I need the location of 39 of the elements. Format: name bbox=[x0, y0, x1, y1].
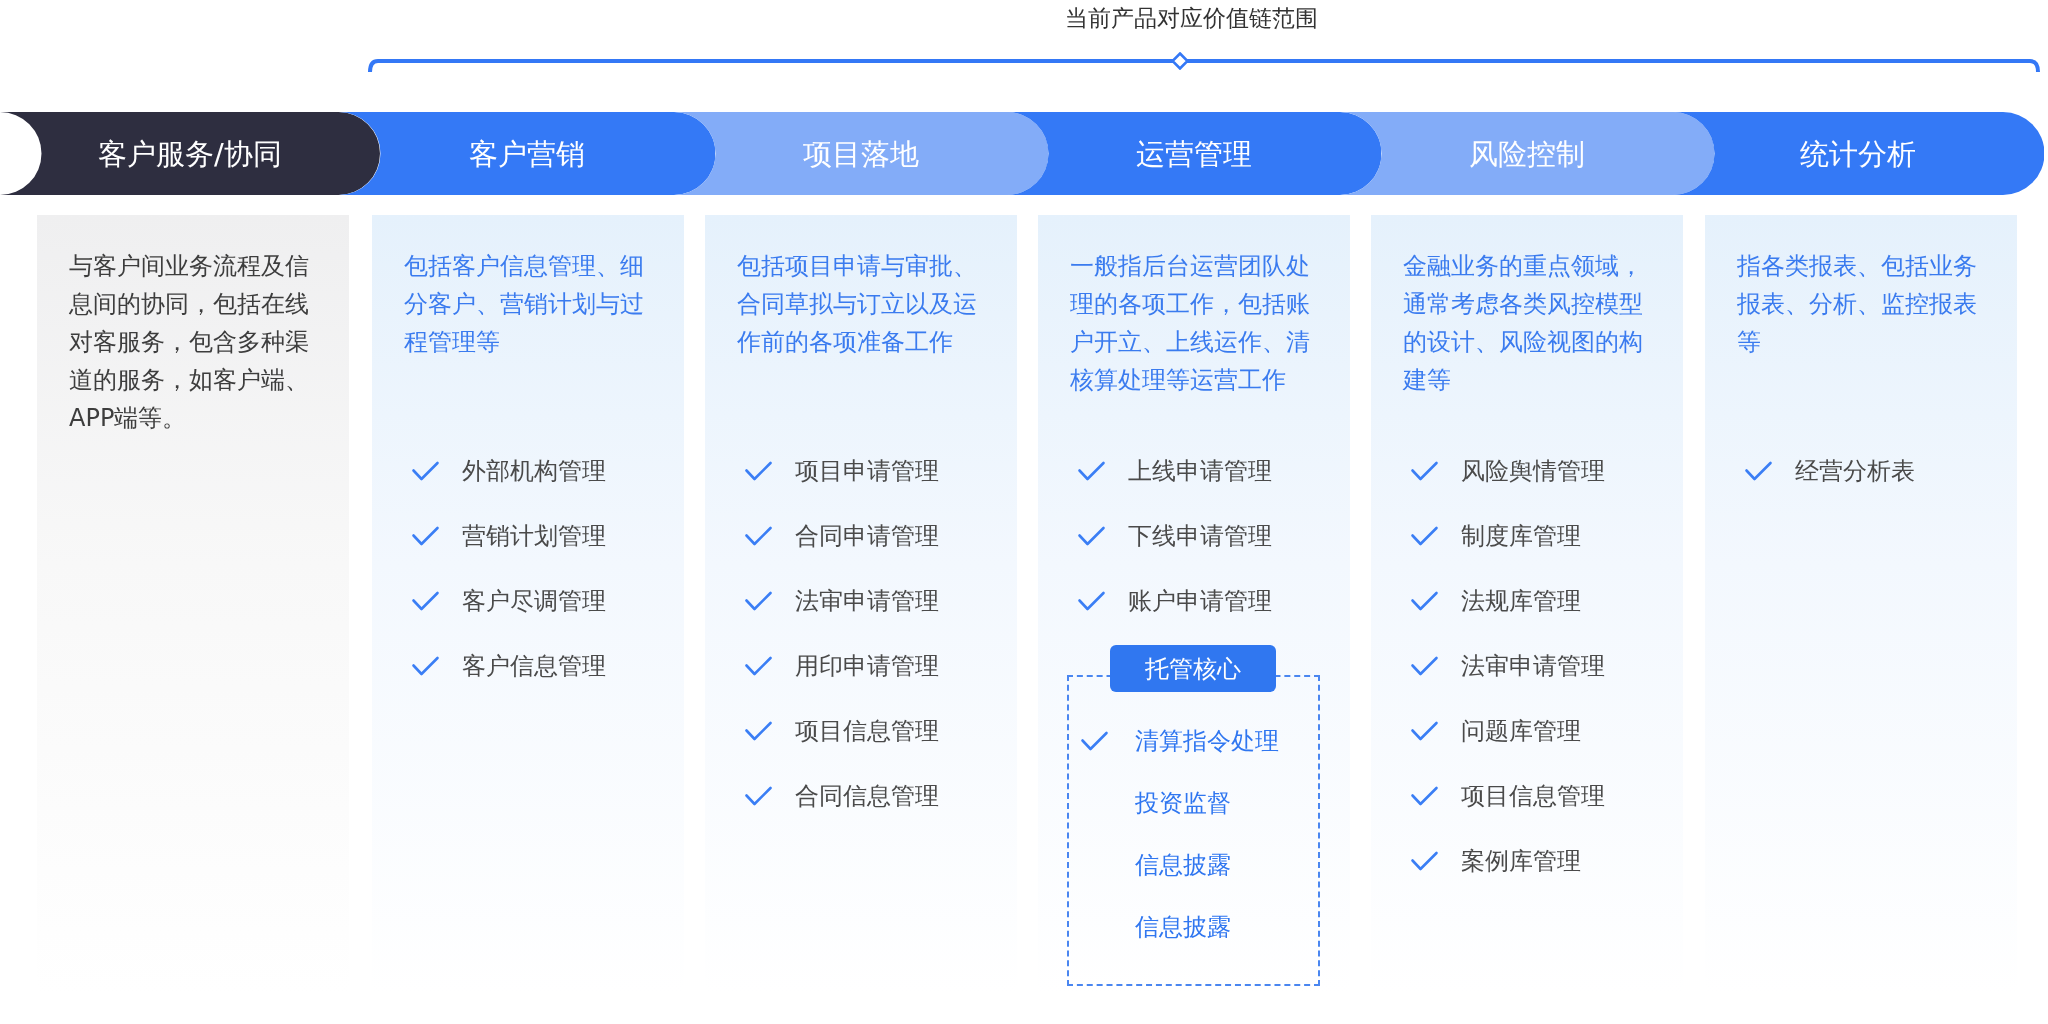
description-text: 金融业务的重点领域，通常考虑各类风控模型的设计、风险视图的构建等 bbox=[1403, 251, 1644, 396]
list-item-text: 客户尽调管理 bbox=[462, 586, 606, 617]
list-item-text: 外部机构管理 bbox=[462, 456, 606, 487]
range-label: 当前产品对应价值链范围 bbox=[1064, 4, 1318, 33]
stage-title: 项目落地 bbox=[802, 135, 919, 172]
list-item-text: 法审申请管理 bbox=[1461, 651, 1605, 682]
description-text: 包括客户信息管理、细分客户、营销计划与过程管理等 bbox=[404, 251, 645, 358]
list-item-text: 上线申请管理 bbox=[1128, 456, 1272, 487]
list-item-text: 制度库管理 bbox=[1461, 521, 1581, 552]
list-item-text: 经营分析表 bbox=[1795, 456, 1915, 487]
list-item-text: 法规库管理 bbox=[1461, 586, 1581, 617]
list-item-text: 风险舆情管理 bbox=[1461, 456, 1605, 487]
list-item-text: 客户信息管理 bbox=[462, 651, 606, 682]
list-item-text: 信息披露 bbox=[1135, 912, 1231, 943]
list-item-text: 账户申请管理 bbox=[1128, 586, 1272, 617]
description-text: 指各类报表、包括业务报表、分析、监控报表等 bbox=[1737, 251, 1978, 358]
list-item-text: 项目信息管理 bbox=[795, 716, 939, 747]
list-item-text: 下线申请管理 bbox=[1128, 521, 1272, 552]
stage-title: 统计分析 bbox=[1800, 135, 1917, 172]
list-item-text: 问题库管理 bbox=[1461, 716, 1581, 747]
stage-title: 运营管理 bbox=[1135, 135, 1252, 172]
list-item-text: 项目信息管理 bbox=[1461, 781, 1605, 812]
list-item-text: 投资监督 bbox=[1135, 788, 1231, 819]
list-item-text: 用印申请管理 bbox=[795, 651, 939, 682]
category-tag: 托管核心 bbox=[1110, 645, 1276, 692]
list-item-text: 营销计划管理 bbox=[462, 521, 606, 552]
list-item-text: 项目申请管理 bbox=[795, 456, 939, 487]
list-item-text: 案例库管理 bbox=[1461, 846, 1581, 877]
list-item-text: 清算指令处理 bbox=[1135, 726, 1279, 757]
description-text: 与客户间业务流程及信息间的协同，包括在线对客服务，包含多种渠道的服务，如客户端、APP端等。 bbox=[69, 251, 310, 434]
stage-title: 客户营销 bbox=[468, 135, 585, 172]
description-text: 一般指后台运营团队处理的各项工作，包括账户开立、上线运作、清核算处理等运营工作 bbox=[1070, 251, 1311, 396]
list-item-text: 信息披露 bbox=[1135, 850, 1231, 881]
list-item-text: 法审申请管理 bbox=[795, 586, 939, 617]
description-text: 包括项目申请与审批、合同草拟与订立以及运作前的各项准备工作 bbox=[737, 251, 978, 358]
list-item-text: 合同申请管理 bbox=[795, 521, 939, 552]
list-item-text: 合同信息管理 bbox=[795, 781, 939, 812]
stage-title: 风险控制 bbox=[1468, 135, 1585, 172]
stage-title: 客户服务/协同 bbox=[98, 135, 282, 172]
